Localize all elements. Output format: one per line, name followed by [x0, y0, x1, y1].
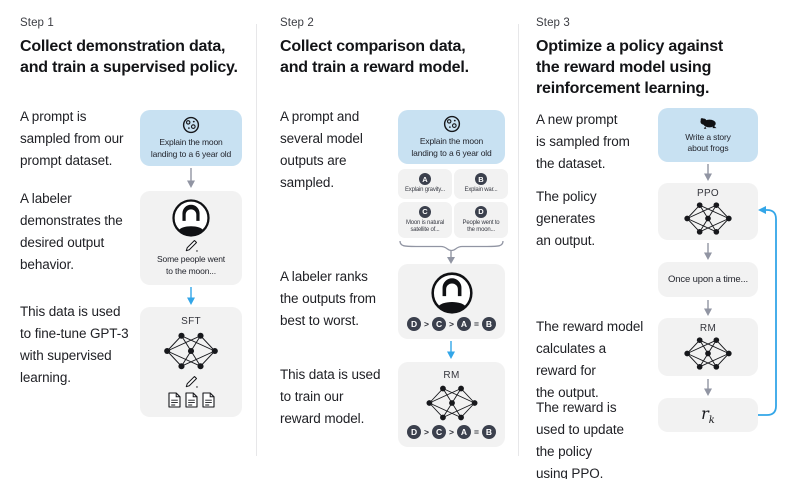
step2-rm-box: RM D > C > A = B [398, 362, 505, 447]
step3-output-box: Once upon a time... [658, 262, 758, 297]
step1-caption-labeler: A labeler demonstrates the desired outpu… [20, 191, 123, 272]
step2-heading: Collect comparison data, and train a rew… [280, 38, 469, 76]
step3-rm-box: RM [658, 318, 758, 376]
ranking-separator: > [449, 427, 454, 437]
step3-prompt-box: Write a story about frogs [658, 108, 758, 162]
step1-sft-box: SFT [140, 307, 242, 417]
arrow-labeler-to-rm [447, 341, 455, 359]
ranking-separator: > [424, 427, 430, 437]
column-divider [256, 24, 257, 456]
step3-caption-reward: The reward model calculates a reward for… [536, 319, 644, 400]
letter-badge-a: A [419, 173, 431, 186]
rm-label: RM [443, 370, 460, 381]
ppo-label: PPO [696, 187, 720, 199]
neural-network-icon [684, 201, 732, 235]
step1-heading: Collect demonstration data, and train a … [20, 38, 238, 76]
step1-demonstration-text: Some people went to the moon... [156, 254, 225, 276]
ranking-badge: C [432, 425, 447, 439]
ranking-badge: A [456, 425, 471, 439]
step3-heading: Optimize a policy against the reward mod… [536, 38, 724, 97]
step1-caption-prompt: A prompt is sampled from our prompt data… [20, 109, 124, 168]
document-icon [184, 392, 198, 408]
document-icon [201, 392, 215, 408]
document-icon [167, 392, 181, 408]
frog-icon [700, 117, 717, 129]
step3-reward-box: rk [658, 398, 758, 432]
step2-label: Step 2 [280, 17, 314, 29]
arrow-outputs-to-labeler [447, 251, 455, 264]
step1-caption-finetune: This data is used to fine-tune GPT-3 wit… [20, 304, 129, 385]
pencil-icon [185, 239, 198, 252]
neural-network-icon [684, 337, 732, 370]
ranking-badge: B [481, 317, 496, 331]
ranking-separator: > [424, 319, 430, 329]
step2-prompt-text: Explain the moon landing to a 6 year old [411, 136, 492, 158]
letter-badge-c: C [419, 205, 431, 218]
reward-symbol: rk [701, 403, 715, 427]
column-divider [518, 24, 519, 456]
moon-icon [182, 116, 200, 134]
letter-badge-d: D [475, 205, 487, 218]
step3-caption-update: The reward is used to update the policy … [536, 400, 624, 479]
output-box-d: D People went to the moon... [454, 202, 508, 238]
output-box-c: C Moon is natural satellite of... [398, 202, 452, 238]
ranking-badge: A [456, 317, 471, 331]
ranking-badge: C [432, 317, 447, 331]
arrow-labeler-to-sft [187, 287, 195, 305]
ranking-separator: = [473, 319, 479, 329]
pencil-icon [185, 375, 198, 388]
step3-caption-policy: The policy generates an output. [536, 189, 597, 248]
output-text-a: Explain gravity... [405, 187, 445, 194]
feedback-arrow [758, 206, 777, 416]
output-box-b: B Explain war... [454, 169, 508, 199]
ranking-badge: D [407, 425, 422, 439]
arrow-prompt-to-labeler [187, 168, 195, 188]
step2-caption-train: This data is used to train our reward mo… [280, 367, 381, 426]
letter-badge-b: B [475, 173, 487, 186]
documents-row [167, 392, 215, 408]
output-text-c: Moon is natural satellite of... [405, 219, 445, 234]
step2-caption-ranks: A labeler ranks the outputs from best to… [280, 269, 376, 328]
ranking-row: D > C > A = B [407, 317, 496, 331]
arrow-rm-to-reward [704, 379, 712, 396]
step2-labeler-box: D > C > A = B [398, 264, 505, 339]
labeler-avatar-icon [172, 199, 210, 237]
brace [399, 240, 504, 251]
sft-label: SFT [181, 316, 201, 327]
step3-ppo-box: PPO [658, 183, 758, 240]
ranking-separator: > [449, 319, 454, 329]
moon-icon [443, 115, 460, 133]
output-text-d: People went to the moon... [462, 219, 500, 234]
ranking-row: D > C > A = B [407, 425, 496, 439]
step3-caption-prompt: A new prompt is sampled from the dataset… [536, 112, 630, 171]
arrow-output-to-rm [704, 300, 712, 316]
step1-prompt-text: Explain the moon landing to a 6 year old [150, 137, 232, 159]
arrow-prompt-to-ppo [704, 164, 712, 181]
rm-label: RM [699, 323, 717, 334]
step3-prompt-text: Write a story about frogs [685, 131, 731, 154]
neural-network-icon [425, 385, 478, 421]
output-text-b: Explain war... [464, 187, 498, 194]
ranking-badge: D [407, 317, 422, 331]
step3-output-text: Once upon a time... [667, 273, 749, 285]
labeler-avatar-icon [430, 272, 473, 314]
ranking-badge: B [481, 425, 496, 439]
step1-label: Step 1 [20, 17, 54, 29]
arrow-ppo-to-output [704, 243, 712, 260]
step1-labeler-box: Some people went to the moon... [140, 191, 242, 285]
output-box-a: A Explain gravity... [398, 169, 452, 199]
step2-caption-sampled: A prompt and several model outputs are s… [280, 109, 363, 190]
step3-label: Step 3 [536, 17, 570, 29]
step2-prompt-box: Explain the moon landing to a 6 year old [398, 110, 505, 164]
neural-network-icon [164, 332, 218, 370]
step1-prompt-box: Explain the moon landing to a 6 year old [140, 110, 242, 166]
ranking-separator: = [473, 427, 479, 437]
